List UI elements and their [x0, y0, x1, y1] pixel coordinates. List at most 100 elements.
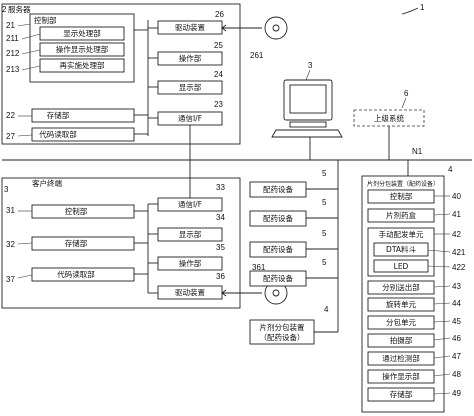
led-ref: 422	[452, 263, 466, 272]
upper-system-ref: 6	[404, 89, 409, 98]
rotation-unit	[367, 297, 435, 312]
client-disc-ref: 361	[252, 263, 266, 272]
client-disc-arrow	[221, 289, 227, 297]
server-ref: 2	[2, 5, 7, 14]
monitor-ref: 3	[308, 61, 313, 70]
tablet-packager-small-line1: 片剂分包装置	[260, 322, 305, 332]
server-drive-ref: 26	[215, 10, 224, 19]
server-control-ref: 21	[6, 21, 15, 30]
operation-display-unit	[367, 369, 435, 384]
client-display-ref: 34	[216, 213, 225, 222]
imaging-label: 拍摄部	[390, 335, 413, 345]
client-code-reader-lead	[17, 274, 33, 279]
operation-display-processing-label: 操作显示处理部	[56, 44, 109, 54]
figure-number-arrow	[401, 7, 419, 15]
upper-system-label: 上级系统	[374, 113, 404, 123]
pass-detection-ref: 47	[452, 352, 461, 361]
client-code-reader-ref: 37	[6, 275, 15, 284]
server-disc-inner	[272, 24, 280, 32]
server-frame	[1, 3, 241, 145]
client-control-ref: 31	[6, 206, 15, 215]
re-execution-processing-unit	[39, 58, 125, 73]
re-execution-processing-lead	[21, 65, 41, 71]
operation-display-processing-lead	[21, 49, 41, 55]
operation-display-label: 操作显示部	[382, 371, 420, 381]
server-code-reader-ref: 27	[6, 132, 15, 141]
rotation-label: 旋转单元	[386, 299, 416, 309]
server-control-label: 控制部	[34, 15, 57, 25]
packager-leader-lines	[427, 195, 451, 395]
client-drive-label: 驱动装置	[175, 287, 205, 297]
server-disc-ref: 261	[250, 51, 264, 60]
client-code-reader-unit	[31, 267, 135, 282]
server-disc-outer	[264, 16, 288, 40]
manual-dispensing-label: 手动配发单元	[379, 229, 424, 239]
display-processing-unit	[39, 26, 125, 41]
client-ref: 3	[4, 185, 9, 194]
server-control-group	[29, 13, 135, 83]
monitor-lead	[305, 69, 311, 81]
client-display-label: 显示部	[179, 229, 202, 239]
server-title: 服务器	[8, 4, 31, 14]
server-storage-unit	[31, 108, 135, 123]
tablet-packager-small-box	[249, 319, 315, 345]
dispenser-4-label: 配药设备	[263, 273, 293, 283]
tablet-packager-small-line2: （配药设备）	[260, 332, 305, 342]
packaging-unit	[367, 315, 435, 330]
client-code-reader-label: 代码读取部	[57, 269, 95, 279]
dispenser-2-ref: 5	[322, 198, 327, 207]
display-processing-lead	[21, 33, 41, 40]
packager-control-unit	[367, 189, 435, 204]
dispenser-4-ref: 5	[322, 258, 327, 267]
packaging-label: 分包单元	[386, 317, 416, 327]
client-operation-label: 操作部	[179, 258, 202, 268]
tablet-packager-ref: 4	[448, 165, 453, 174]
server-drive-label: 驱动装置	[175, 22, 205, 32]
client-disc-inner	[272, 289, 280, 297]
dispenser-1-box	[249, 181, 307, 198]
operation-display-processing-ref: 212	[6, 49, 20, 58]
display-processing-ref: 211	[6, 34, 19, 43]
monitor-bezel	[283, 79, 333, 121]
separate-feed-label: 分别送出部	[382, 282, 420, 292]
upper-system-lead	[401, 97, 407, 109]
operation-display-ref: 48	[452, 370, 461, 379]
client-drive-ref: 36	[216, 272, 225, 281]
imaging-ref: 46	[452, 334, 461, 343]
re-execution-processing-ref: 213	[6, 65, 20, 74]
server-storage-label: 存储部	[47, 110, 70, 120]
client-display-unit	[157, 227, 223, 242]
client-control-label: 控制部	[65, 206, 88, 216]
server-operation-label: 操作部	[179, 53, 202, 63]
server-code-reader-unit	[31, 127, 135, 142]
client-operation-ref: 35	[216, 243, 225, 252]
client-storage-lead	[17, 242, 33, 245]
packager-storage-ref: 49	[452, 389, 461, 398]
client-control-unit	[31, 204, 135, 219]
client-storage-unit	[31, 236, 135, 251]
rotation-ref: 44	[452, 299, 461, 308]
server-operation-unit	[157, 51, 223, 66]
dispenser-4-box	[249, 270, 307, 287]
imaging-unit	[367, 333, 435, 348]
tablet-packager-title: 片剂分包装置（配药设备）	[367, 180, 439, 188]
packager-control-ref: 40	[452, 192, 461, 201]
tablet-box-ref: 41	[452, 210, 461, 219]
dispenser-2: 配药设备 5	[249, 198, 338, 227]
server-comm-ref: 23	[214, 100, 223, 109]
server-disc: 261	[221, 16, 288, 60]
dispenser-2-box	[249, 210, 307, 227]
client-operation-unit	[157, 256, 223, 271]
client-section: 3 客户终端 控制部 31 存储部 32 代码读取部 37 通信I/F 33 显…	[1, 177, 241, 309]
server-disc-arrow	[221, 24, 227, 32]
server-display-ref: 24	[214, 70, 223, 79]
server-operation-ref: 25	[214, 41, 223, 50]
packager-storage-label: 存储部	[390, 389, 413, 399]
server-display-unit	[157, 80, 223, 95]
separate-feed-ref: 43	[452, 282, 461, 291]
monitor-base	[289, 121, 327, 128]
led-label: LED	[394, 262, 409, 271]
re-execution-processing-label: 再实施处理部	[60, 60, 105, 70]
upper-system: 6 上级系统	[353, 89, 425, 160]
